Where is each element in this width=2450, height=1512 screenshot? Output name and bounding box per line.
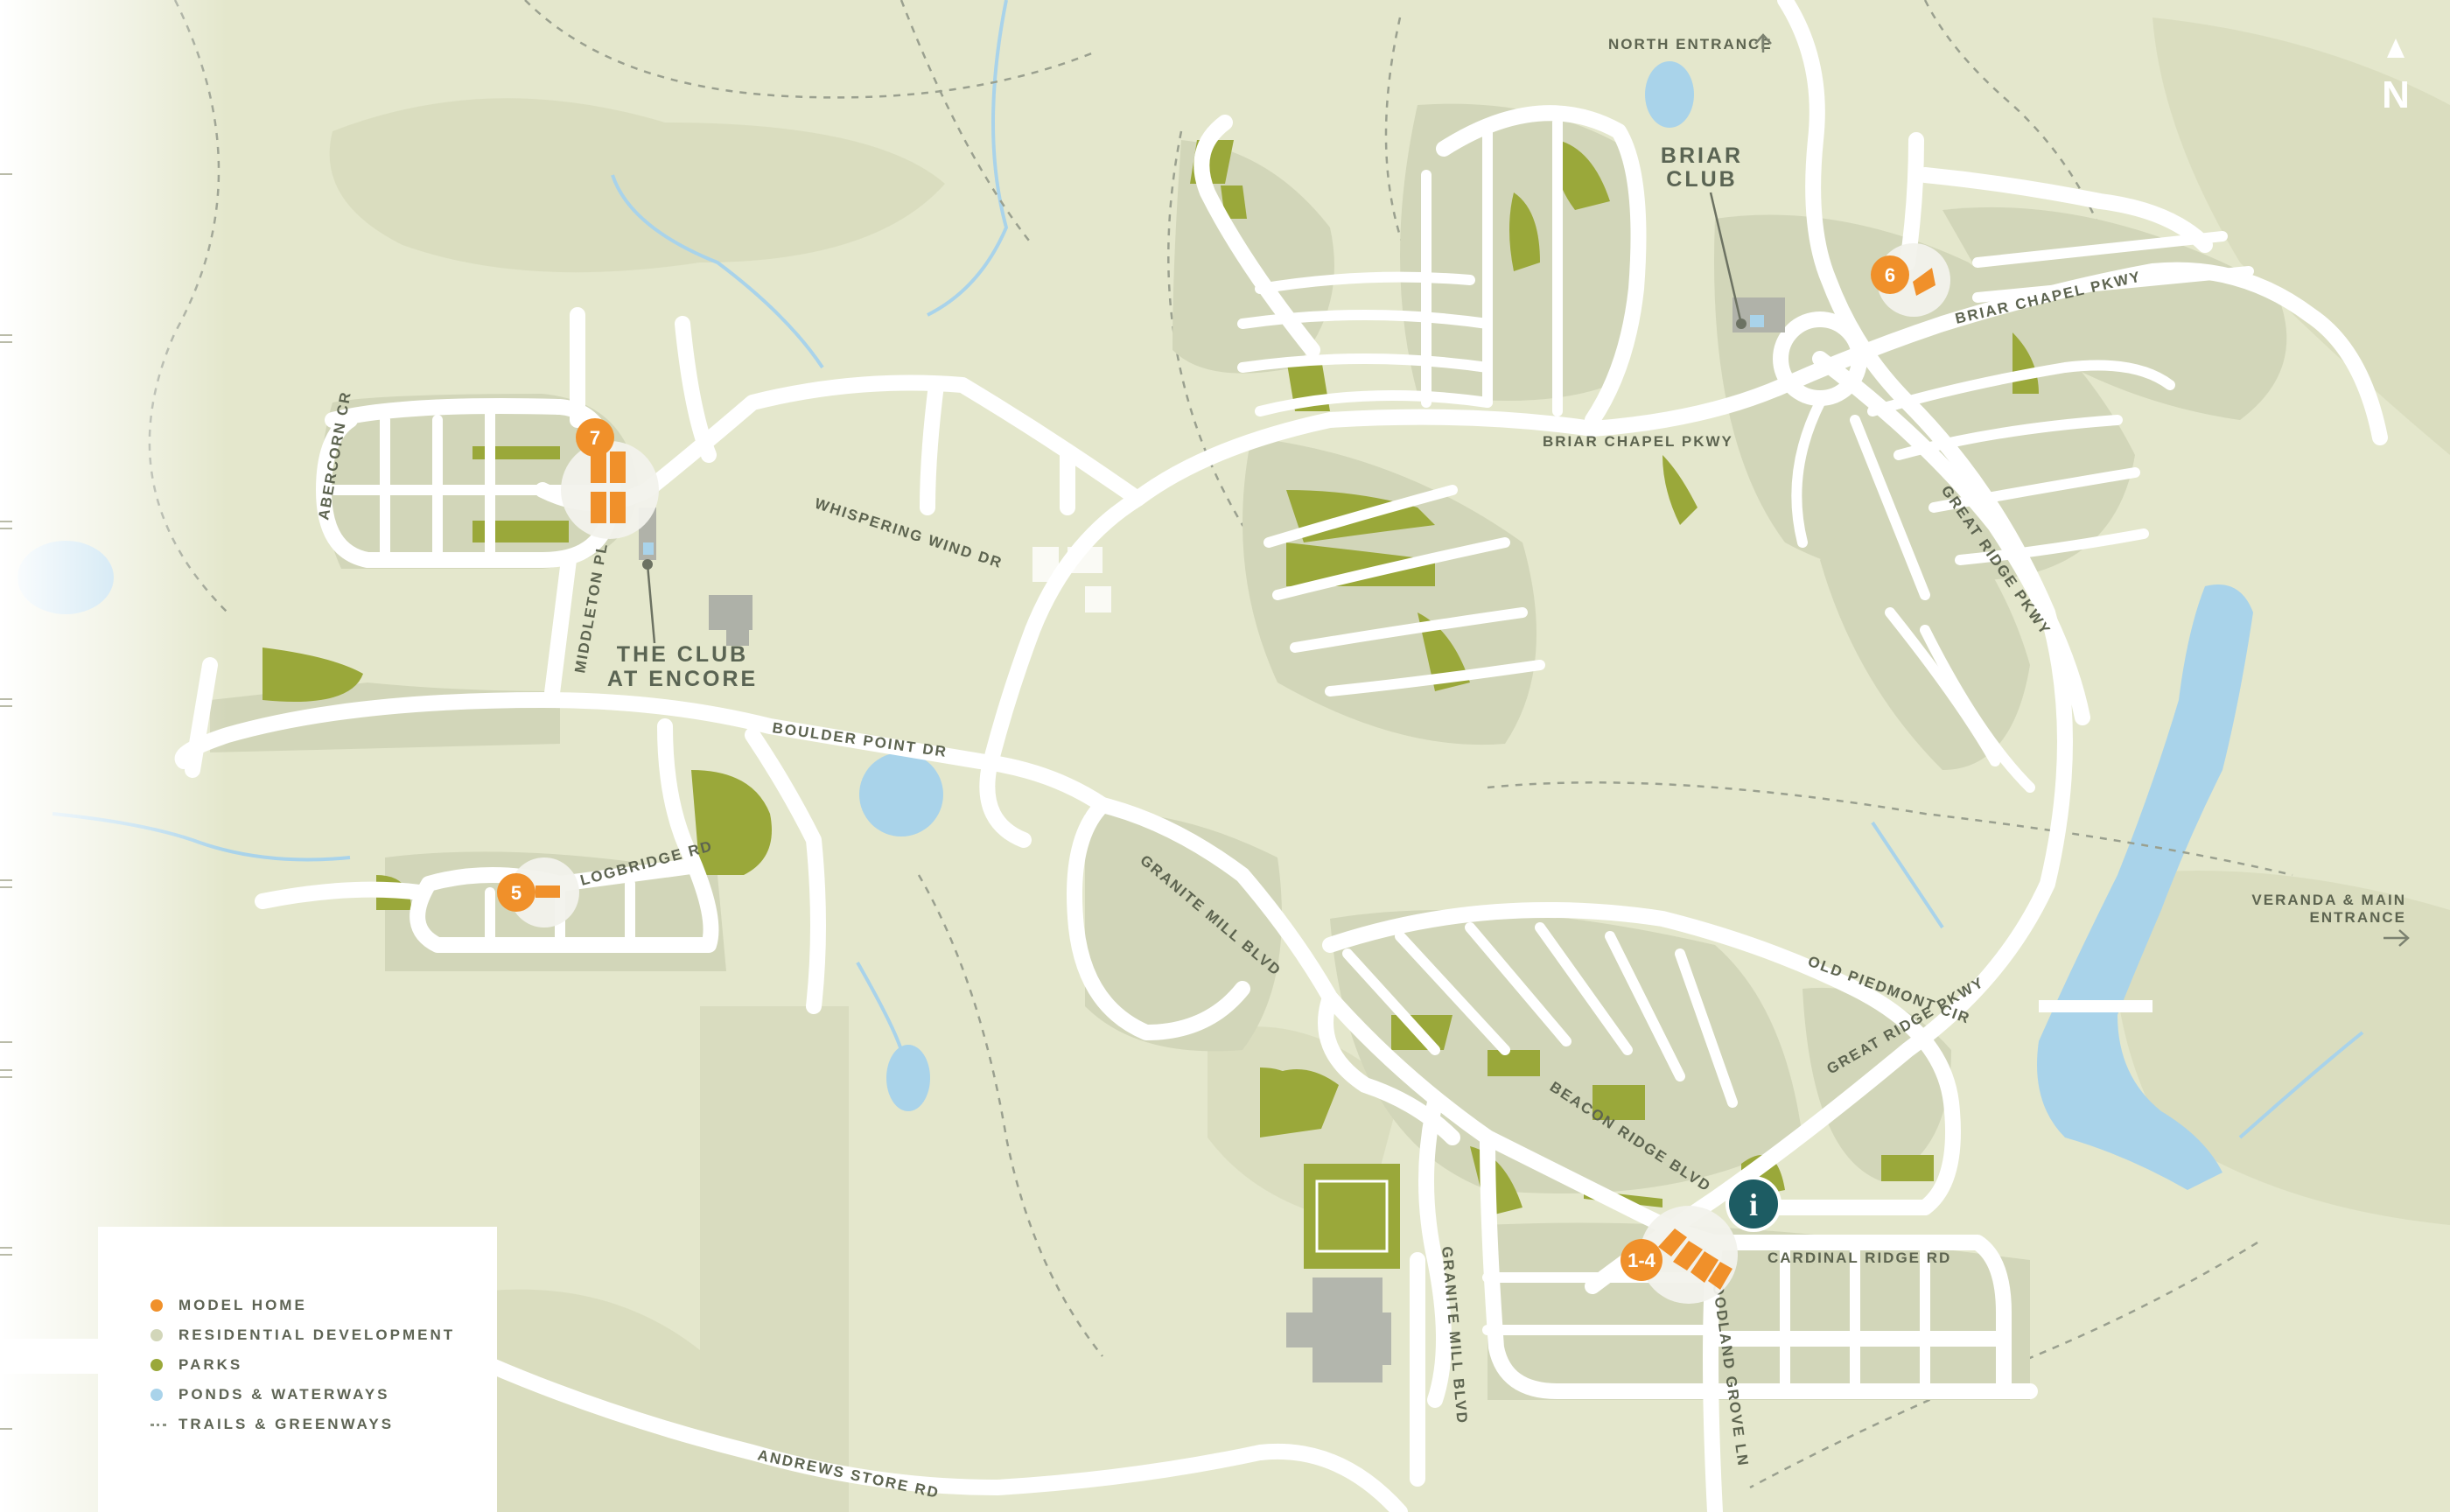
model-home-swatch <box>150 1299 163 1312</box>
model-home-6[interactable]: 6 <box>1871 243 1950 317</box>
model-home-5-number: 5 <box>511 882 522 904</box>
legend-item-parks: PARKS <box>150 1356 242 1374</box>
model-home-1-4[interactable]: 1-4 <box>1620 1206 1738 1304</box>
veranda-entrance-label-line1: VERANDA & MAIN <box>2251 892 2406 908</box>
model-home-7[interactable]: 7 <box>561 418 659 539</box>
trails-swatch <box>150 1423 166 1426</box>
legend-label: TRAILS & GREENWAYS <box>178 1416 395 1432</box>
club-at-encore-label-line2: AT ENCORE <box>607 667 758 691</box>
residential-swatch <box>150 1329 163 1341</box>
north-arrow-icon: N <box>2382 38 2410 116</box>
legend-label: RESIDENTIAL DEVELOPMENT <box>178 1326 456 1343</box>
legend-item-trails: TRAILS & GREENWAYS <box>150 1416 394 1433</box>
parks-swatch <box>150 1359 163 1371</box>
local-streets <box>327 117 2254 1396</box>
legend-label: PARKS <box>178 1356 243 1373</box>
legend-label: PONDS & WATERWAYS <box>178 1386 390 1403</box>
legend-item-residential: RESIDENTIAL DEVELOPMENT <box>150 1326 455 1344</box>
briar-club-label-line1: BRIAR <box>1661 144 1743 168</box>
legend-label: MODEL HOME <box>178 1297 307 1313</box>
legend-item-model-home: MODEL HOME <box>150 1297 307 1314</box>
legend-item-ponds: PONDS & WATERWAYS <box>150 1386 390 1404</box>
model-home-6-number: 6 <box>1885 264 1895 286</box>
amenity-buildings <box>639 298 1785 1382</box>
info-center-icon[interactable]: i <box>1726 1176 1782 1232</box>
model-home-1-4-number: 1-4 <box>1628 1250 1656 1271</box>
field-tract <box>700 1006 849 1512</box>
veranda-arrow-icon <box>2384 929 2410 947</box>
road-label-briar-chapel-pkwy-w: BRIAR CHAPEL PKWY <box>1543 433 1733 450</box>
club-at-encore-label-line1: THE CLUB <box>617 642 748 667</box>
north-letter: N <box>2382 74 2410 116</box>
map-legend: MODEL HOME RESIDENTIAL DEVELOPMENT PARKS… <box>98 1227 497 1512</box>
model-home-7-number: 7 <box>590 427 600 449</box>
briar-club-label-line2: CLUB <box>1666 167 1737 192</box>
ponds-swatch <box>150 1389 163 1401</box>
info-letter: i <box>1749 1187 1758 1222</box>
model-home-5[interactable]: 5 <box>497 858 579 928</box>
north-entrance-label: NORTH ENTRANCE <box>1608 36 1773 52</box>
legend-tab <box>0 1339 98 1374</box>
terrain-shading <box>329 18 2450 1512</box>
north-entrance-arrow-icon <box>1754 33 1772 52</box>
place-labels: NORTH ENTRANCE BRIAR CLUB THE CLUB AT EN… <box>607 33 2410 947</box>
veranda-entrance-label-line2: ENTRANCE <box>2310 909 2406 926</box>
road-label-cardinal-ridge-rd: CARDINAL RIDGE RD <box>1768 1250 1951 1266</box>
